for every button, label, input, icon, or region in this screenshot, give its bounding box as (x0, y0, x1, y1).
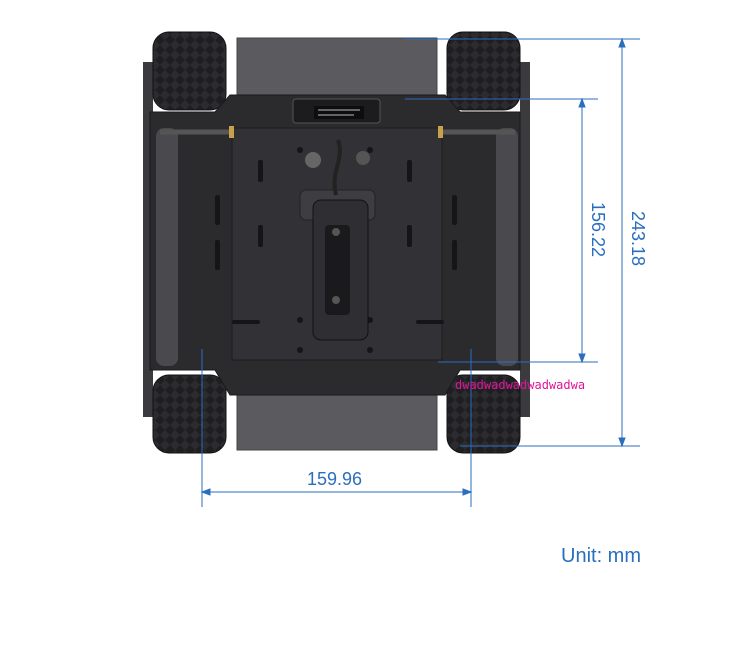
camera-module-icon (299, 139, 376, 341)
mount-slots (215, 147, 457, 353)
unit-label: Unit: mm (561, 545, 641, 567)
bottom-plate (236, 384, 438, 451)
tire-icon (152, 31, 521, 454)
antenna-posts (229, 126, 443, 138)
left-side-rail (143, 62, 153, 417)
overlay-text: dwadwadwadwadwadwa (455, 378, 586, 392)
top-plate (236, 37, 438, 99)
inner-height-dimension-label: 156.22 (588, 201, 609, 258)
width-dimension-label: 159.96 (307, 469, 363, 489)
right-side-rail (520, 62, 530, 417)
oled-display-icon (292, 98, 381, 124)
total-height-dimension-label: 243.18 (628, 210, 649, 267)
right-suspension-beam (496, 128, 518, 366)
left-suspension-beam (156, 128, 178, 366)
dimension-lines (200, 37, 640, 507)
